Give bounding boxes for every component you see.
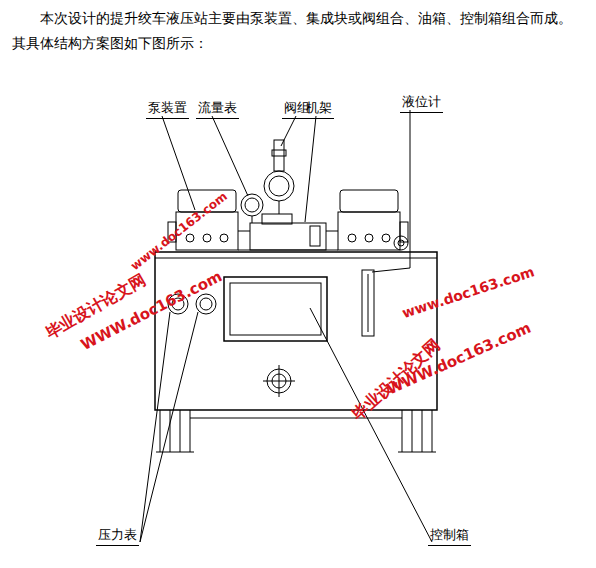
watermark: www.doc163.com [400, 263, 536, 321]
part-label: 压力表 [96, 526, 139, 546]
part-label: 机架 [304, 99, 334, 119]
paragraph-text: 本次设计的提升绞车液压站主要由泵装置、集成块或阀组合、油箱、控制箱组合而成。其具… [12, 6, 584, 56]
part-label: 泵装置 [146, 99, 189, 119]
part-label: 液位计 [400, 93, 443, 113]
watermark: www.doc163.com [128, 189, 230, 273]
part-label: 控制箱 [428, 526, 471, 546]
part-label: 流量表 [196, 99, 239, 119]
